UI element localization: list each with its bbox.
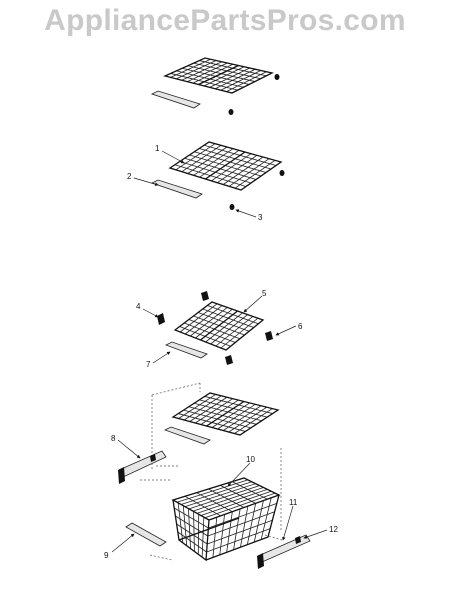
callout-9: 9 (104, 551, 109, 560)
callout-2: 2 (127, 172, 132, 181)
basket-slide-left-8 (118, 450, 167, 484)
callout-leader-lines (111, 150, 328, 553)
wire-shelf-top (163, 57, 274, 94)
shelf-bracket-4 (157, 313, 165, 325)
callout-1: 1 (155, 144, 160, 153)
callout-8: 8 (111, 434, 116, 443)
callout-3: 3 (258, 213, 263, 222)
shelf-clip-top-right (274, 74, 280, 80)
assembly-guide-lines (140, 382, 283, 561)
shelf-clip-3 (229, 204, 235, 210)
callout-6: 6 (298, 322, 303, 331)
shelf-trim-2 (150, 179, 203, 199)
wire-shelf-1 (168, 141, 283, 191)
callout-7: 7 (146, 360, 151, 369)
shelf-trim-7 (164, 341, 208, 359)
callout-5: 5 (262, 289, 267, 298)
shelf-trim-top (150, 90, 201, 109)
watermark-logo-text: AppliancePartsPros.com (44, 4, 406, 37)
basket-slide-right-11 (257, 534, 311, 569)
basket-trim-9 (125, 522, 167, 547)
shelf-bracket-bottom-c (225, 355, 233, 365)
shelf-clip-right-b (279, 170, 285, 176)
wire-basket-10 (171, 477, 281, 562)
shelf-trim-lower (163, 426, 211, 445)
shelf-bracket-top-c (201, 291, 209, 301)
rail-clip-12 (295, 536, 301, 544)
wire-shelf-lower (171, 392, 280, 436)
shelf-clip-top-bottom (228, 109, 234, 115)
shelf-bracket-6 (265, 331, 273, 341)
callout-10: 10 (246, 455, 255, 464)
callout-12: 12 (329, 525, 338, 534)
callout-4: 4 (136, 302, 141, 311)
wire-shelf-5 (173, 301, 265, 351)
callout-11: 11 (289, 498, 298, 507)
